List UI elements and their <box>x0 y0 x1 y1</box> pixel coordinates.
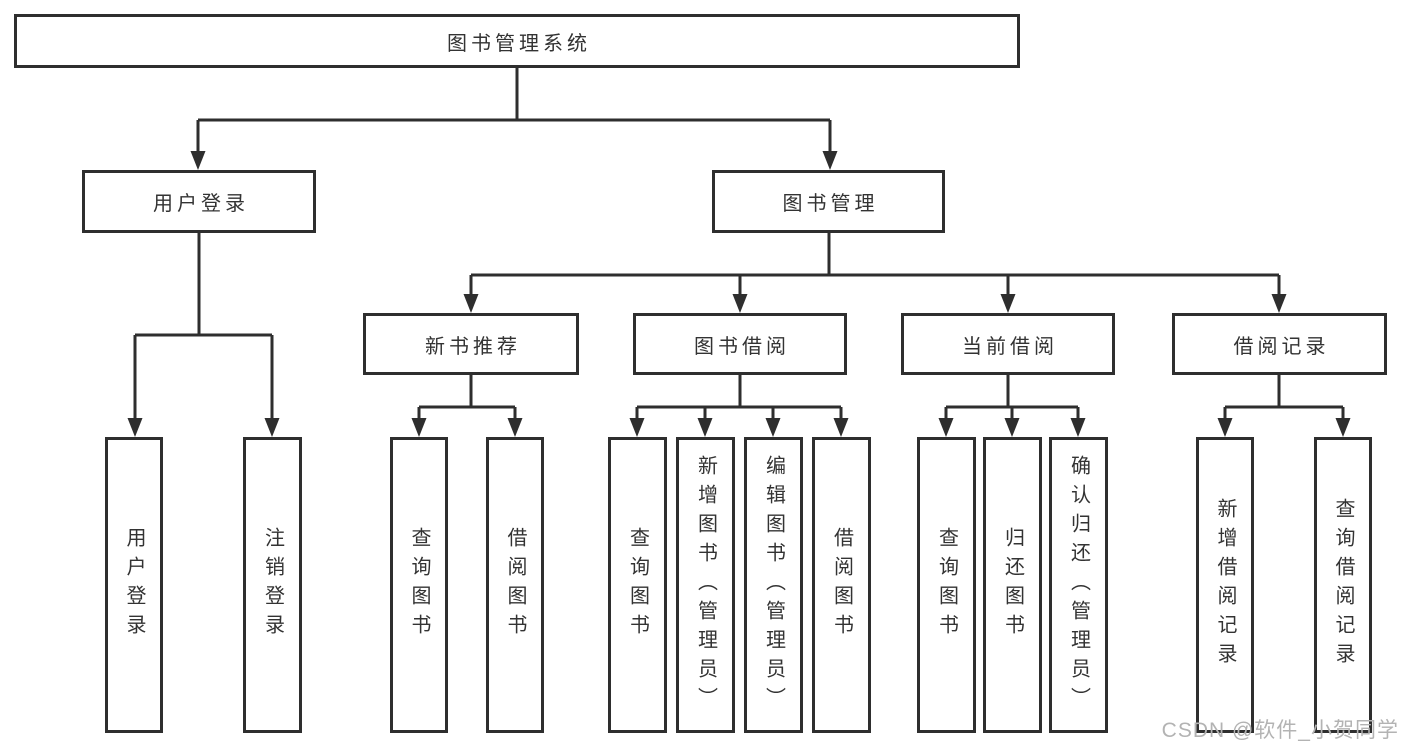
leaf-label: 借阅图书 <box>830 527 853 643</box>
leaf-label: 借阅图书 <box>504 527 526 643</box>
leaf-label: 注销登录 <box>261 527 284 643</box>
node-label: 图书借阅 <box>694 335 790 358</box>
leaf-add-books-admin: 新增图书（管理员） <box>676 437 735 733</box>
leaf-borrow-books: 借阅图书 <box>812 437 871 733</box>
leaf-label: 用户登录 <box>123 527 145 643</box>
leaf-query-books-recommend: 查询图书 <box>390 437 448 733</box>
leaf-label: 查询借阅记录 <box>1332 498 1354 672</box>
node-label: 图书管理系统 <box>447 32 591 55</box>
node-new-book-recommendation: 新书推荐 <box>363 313 579 375</box>
node-root-library-system: 图书管理系统 <box>14 14 1020 68</box>
node-label: 用户登录 <box>153 193 249 215</box>
leaf-label: 编辑图书（管理员） <box>762 454 785 716</box>
node-label: 借阅记录 <box>1233 335 1330 358</box>
leaf-logout: 注销登录 <box>243 437 302 733</box>
leaf-label: 查询图书 <box>935 527 958 643</box>
node-label: 新书推荐 <box>425 335 521 358</box>
leaf-label: 确认归还（管理员） <box>1067 454 1090 716</box>
leaf-user-login: 用户登录 <box>105 437 163 733</box>
node-label: 当前借阅 <box>962 335 1058 358</box>
leaf-query-books-current: 查询图书 <box>917 437 976 733</box>
leaf-label: 新增图书（管理员） <box>694 454 717 716</box>
leaf-query-books-borrow: 查询图书 <box>608 437 667 733</box>
leaf-borrow-books-recommend: 借阅图书 <box>486 437 544 733</box>
node-book-management: 图书管理 <box>712 170 945 233</box>
leaf-query-borrow-record: 查询借阅记录 <box>1314 437 1372 733</box>
arrowheads <box>127 151 1351 437</box>
leaf-label: 查询图书 <box>408 527 430 643</box>
leaf-label: 新增借阅记录 <box>1214 498 1236 672</box>
leaf-edit-books-admin: 编辑图书（管理员） <box>744 437 803 733</box>
csdn-watermark: CSDN @软件_小贺同学 <box>1161 719 1399 742</box>
node-label: 图书管理 <box>782 193 879 215</box>
leaf-add-borrow-record: 新增借阅记录 <box>1196 437 1254 733</box>
node-current-borrowing: 当前借阅 <box>901 313 1115 375</box>
node-user-login: 用户登录 <box>82 170 316 233</box>
node-borrowing-records: 借阅记录 <box>1172 313 1387 375</box>
leaf-label: 归还图书 <box>1001 527 1024 643</box>
leaf-label: 查询图书 <box>626 527 649 643</box>
node-book-borrowing: 图书借阅 <box>633 313 847 375</box>
leaf-return-books: 归还图书 <box>983 437 1042 733</box>
leaf-confirm-return-admin: 确认归还（管理员） <box>1049 437 1108 733</box>
